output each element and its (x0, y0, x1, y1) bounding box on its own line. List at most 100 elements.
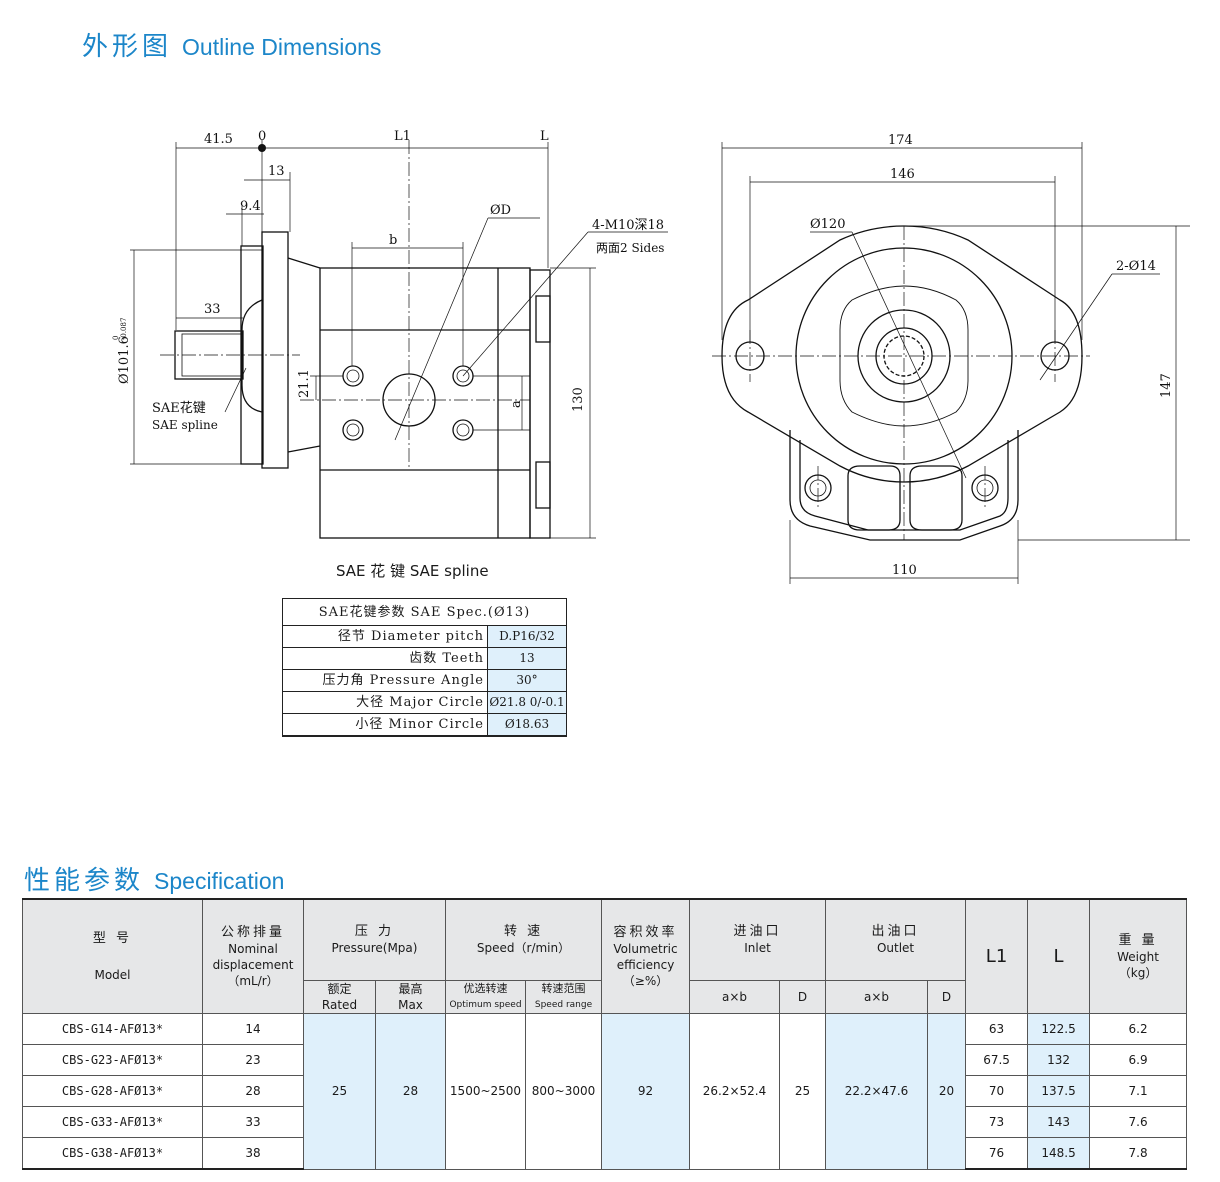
weight-cn: 重 量 (1118, 932, 1158, 948)
dim-b: b (389, 233, 397, 248)
col-l: L (1027, 898, 1091, 1014)
col-range: 转速范围 Speed range (524, 980, 603, 1014)
cell-disp: 23 (202, 1044, 304, 1076)
spec-title-en: Specification (154, 868, 285, 894)
range-en: Speed range (534, 1000, 593, 1010)
eff-en1: Volumetric (613, 941, 678, 956)
spec-title-cn: 性能参数 (24, 866, 145, 896)
outlet-en: Outlet (876, 941, 915, 955)
sae-spec-label: 径节 Diameter pitch (282, 625, 488, 648)
col-outlet: 出油口 Outlet (825, 898, 967, 981)
inlet-en: Inlet (744, 941, 771, 955)
weight-unit: （kg） (1118, 965, 1158, 980)
cell-l1: 73 (965, 1106, 1029, 1138)
cell-l: 132 (1027, 1044, 1091, 1076)
cell-disp: 33 (202, 1106, 304, 1138)
col-l1: L1 (965, 898, 1029, 1014)
dim-2-phi-14: 2-Ø14 (1116, 259, 1156, 274)
dim-a: a (509, 400, 524, 408)
sae-spec-label: 压力角 Pressure Angle (282, 669, 488, 692)
outline-title-en: Outline Dimensions (182, 34, 382, 60)
cell-max: 28 (375, 1013, 446, 1170)
opt-en: Optimum speed (449, 1000, 522, 1010)
dim-174: 174 (888, 133, 913, 148)
press-en: Pressure(Mpa) (331, 941, 418, 955)
dim-110: 110 (892, 563, 917, 578)
cell-weight: 7.1 (1089, 1075, 1188, 1107)
cell-l1: 63 (965, 1013, 1029, 1045)
cell-optimum: 1500~2500 (445, 1013, 526, 1170)
model-cn: 型 号 (92, 930, 133, 946)
cell-inlet-d: 25 (779, 1013, 827, 1170)
dim-2sides: 两面2 Sides (596, 241, 664, 255)
cell-inlet-axb: 26.2×52.4 (689, 1013, 781, 1170)
dim-21-1: 21.1 (297, 369, 312, 398)
cell-rated: 25 (303, 1013, 376, 1170)
sae-spec-label: 齿数 Teeth (282, 647, 488, 670)
cell-weight: 7.6 (1089, 1106, 1188, 1138)
sae-spec-header: SAE花键参数 SAE Spec.(Ø13) (282, 598, 567, 626)
cell-l: 143 (1027, 1106, 1091, 1138)
dim-147: 147 (1159, 373, 1174, 398)
col-outlet-d: D (927, 980, 967, 1014)
cell-l: 122.5 (1027, 1013, 1091, 1045)
cell-l: 137.5 (1027, 1075, 1091, 1107)
col-inlet: 进油口 Inlet (689, 898, 827, 981)
eff-cn: 容积效率 (613, 924, 678, 940)
cell-model: CBS-G23-AFØ13* (22, 1044, 203, 1076)
table-row: CBS-G38-AFØ13* 38 76 148.5 7.8 (22, 1137, 1188, 1170)
col-inlet-d: D (779, 980, 827, 1014)
front-view-drawing: 174 146 Ø120 2-Ø14 147 110 (712, 133, 1190, 584)
cell-l1: 70 (965, 1075, 1029, 1107)
spline-label-cn: SAE花键 (152, 400, 206, 416)
table-row: CBS-G33-AFØ13* 33 73 143 7.6 (22, 1106, 1188, 1138)
cell-disp: 28 (202, 1075, 304, 1107)
disp-en1: Nominal (228, 941, 278, 956)
dim-dia-tol-bot: -0.087 (120, 318, 128, 340)
dim-m10: 4-M10深18 (592, 218, 664, 233)
dim-130: 130 (571, 387, 586, 412)
inlet-cn: 进油口 (733, 924, 782, 939)
dim-phi-120: Ø120 (810, 217, 845, 232)
cell-weight: 6.2 (1089, 1013, 1188, 1045)
dim-9-4: 9.4 (240, 199, 261, 214)
table-row: CBS-G14-AFØ13* 14 25 28 1500~2500 800~30… (22, 1013, 1188, 1170)
rated-en: Rated (321, 998, 358, 1012)
spec-title: 性能参数 Specification (24, 860, 284, 897)
sae-spec-table: SAE花键参数 SAE Spec.(Ø13) 径节 Diameter pitch… (282, 598, 567, 737)
cell-weight: 6.9 (1089, 1044, 1188, 1076)
cell-model: CBS-G14-AFØ13* (22, 1013, 203, 1045)
cell-outlet-axb: 22.2×47.6 (825, 1013, 929, 1170)
sae-spec-value: D.P16/32 (487, 625, 567, 648)
range-cn: 转速范围 (541, 982, 586, 995)
sae-spec-value: Ø21.8 0/-0.1 (487, 691, 567, 714)
cell-weight: 7.8 (1089, 1137, 1188, 1170)
side-view-caption: SAE 花 键 SAE spline (336, 562, 489, 580)
outlet-cn: 出油口 (871, 924, 920, 939)
sae-spec-label: 大径 Major Circle (282, 691, 488, 714)
dim-l: L (540, 129, 549, 144)
dim-13: 13 (268, 164, 285, 179)
col-outlet-axb: a×b (825, 980, 929, 1014)
cell-disp: 38 (202, 1137, 304, 1170)
cell-model: CBS-G33-AFØ13* (22, 1106, 203, 1138)
max-en: Max (398, 998, 423, 1012)
dim-l1: L1 (394, 129, 411, 144)
dim-33: 33 (204, 302, 221, 317)
cell-outlet-d: 20 (927, 1013, 967, 1170)
cell-disp: 14 (202, 1013, 304, 1045)
opt-cn: 优选转速 (463, 982, 508, 995)
dim-dia: Ø101.6 (117, 336, 132, 384)
sae-spec-value: Ø18.63 (487, 713, 567, 737)
